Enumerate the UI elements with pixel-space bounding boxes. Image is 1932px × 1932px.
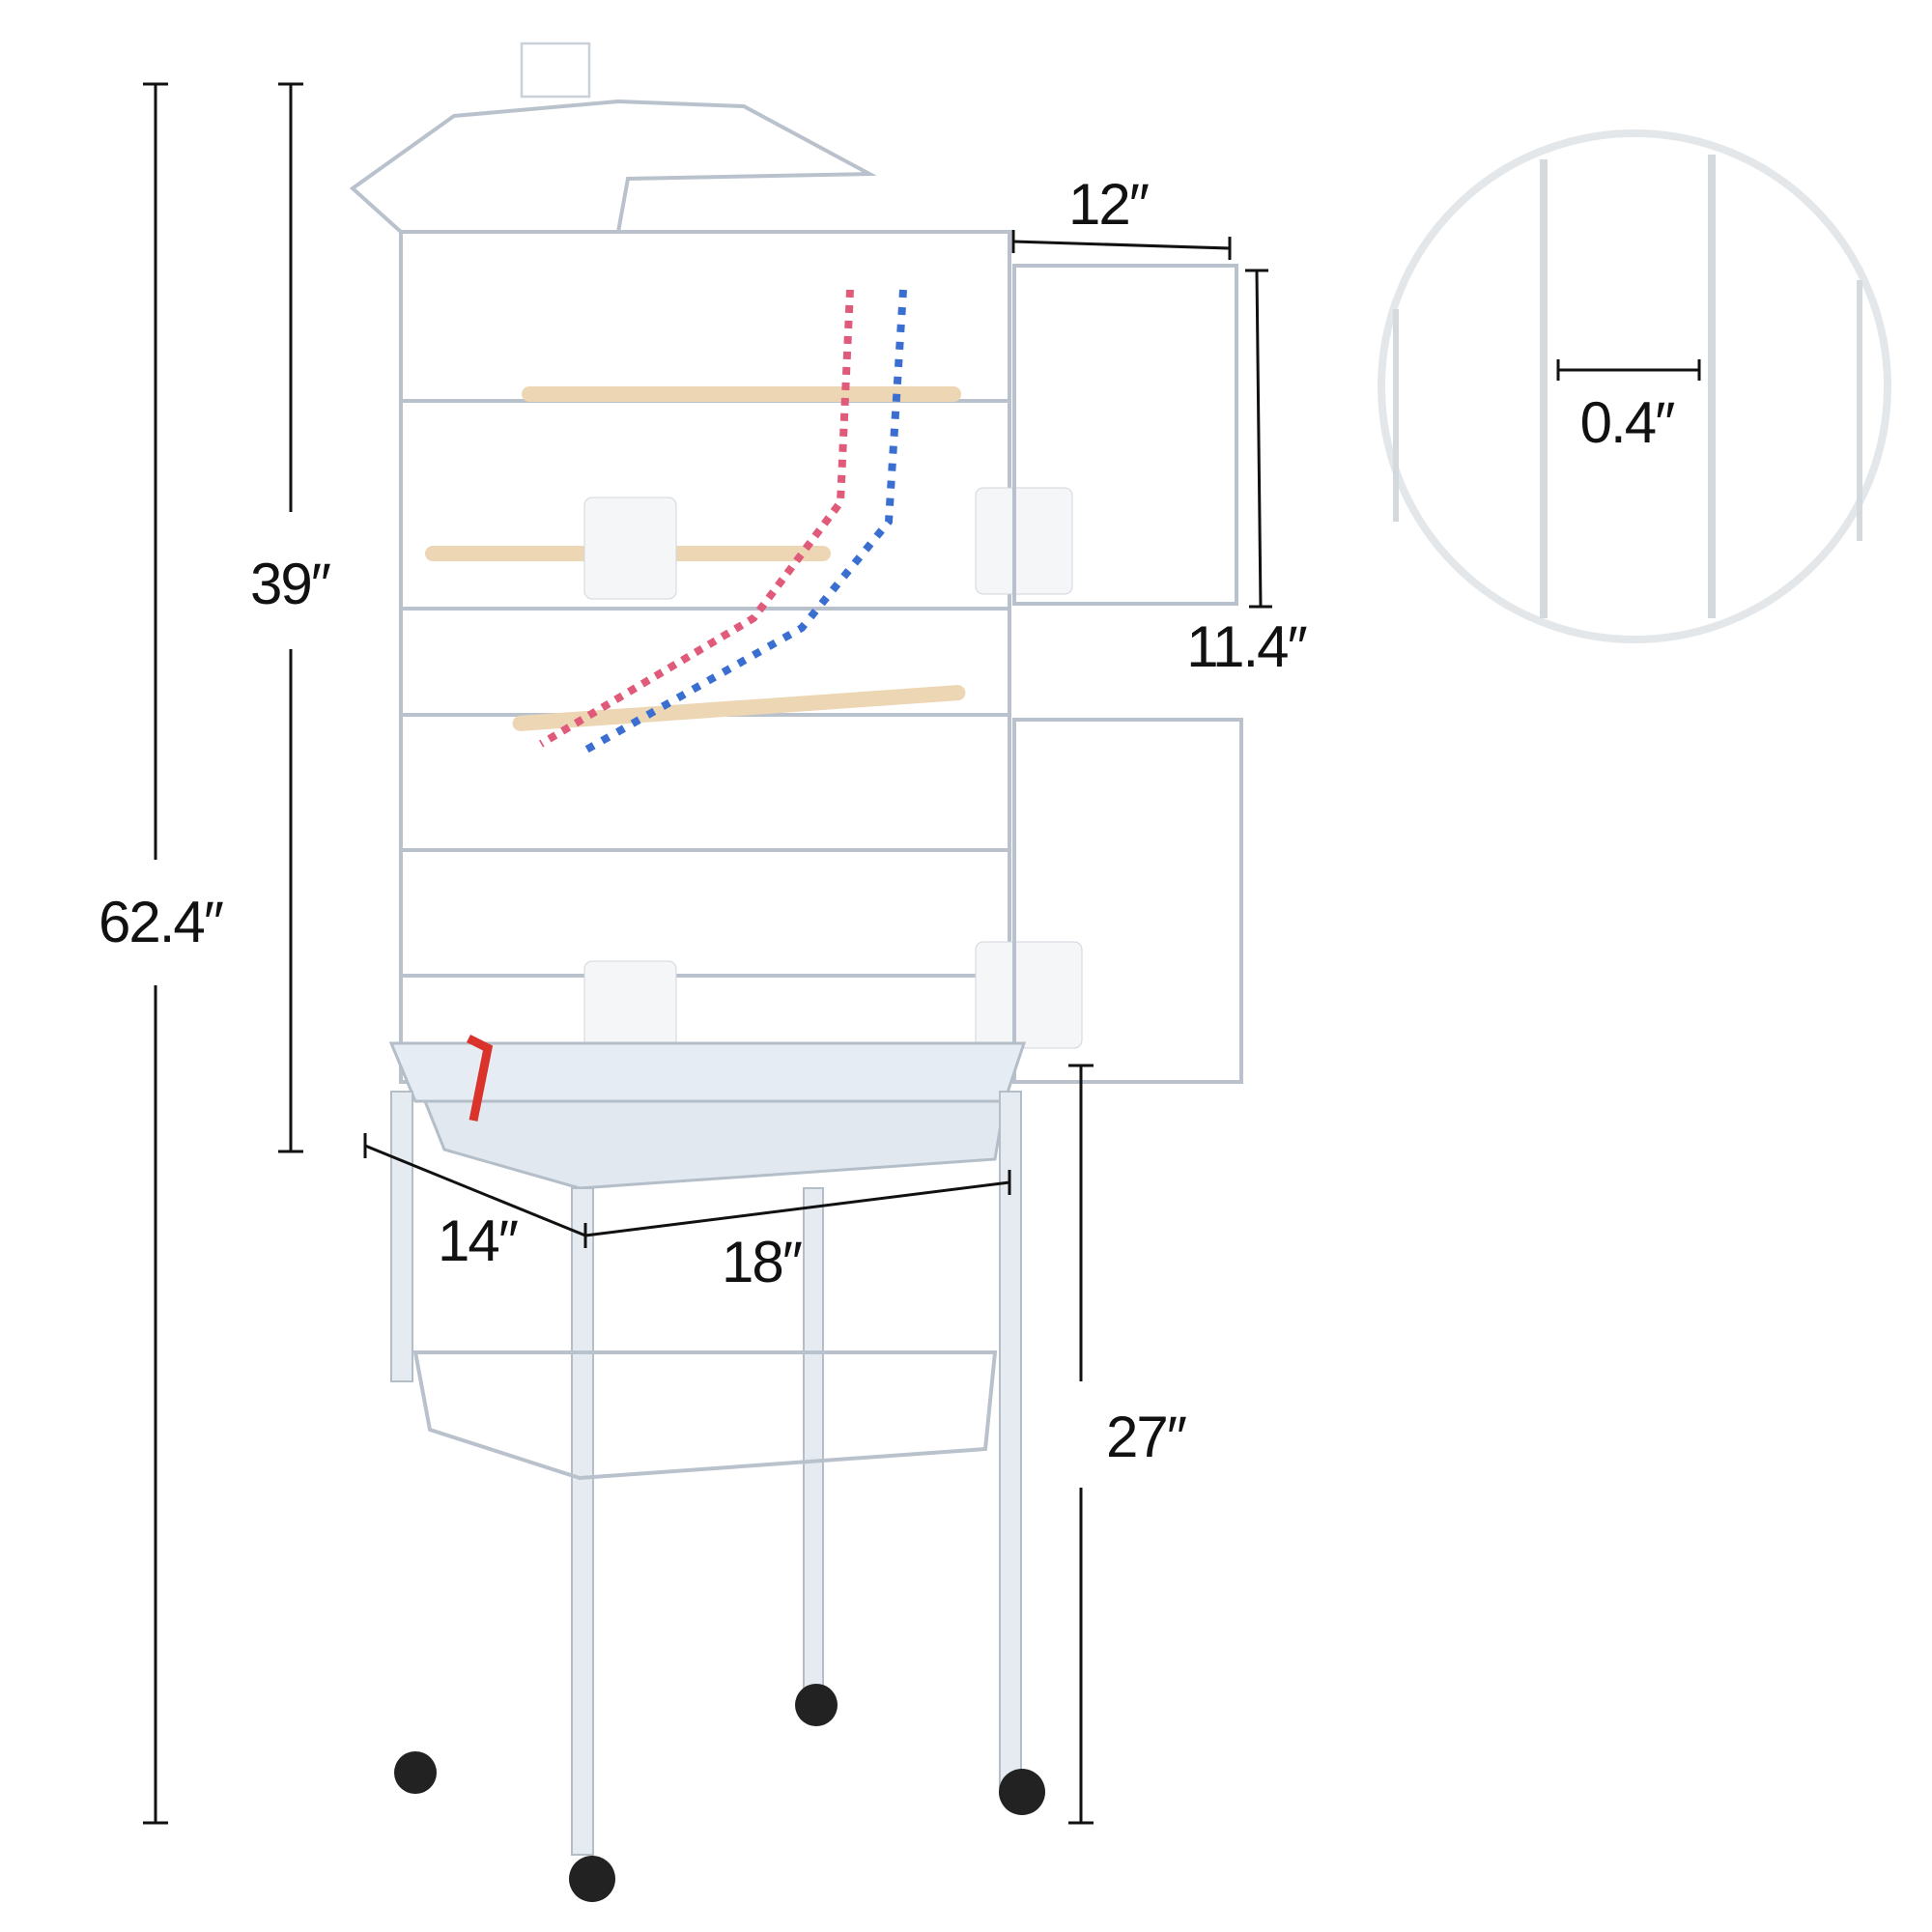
cage-height-label: 39″ bbox=[250, 552, 331, 616]
cage-body bbox=[399, 230, 1083, 1084]
cage-tray bbox=[388, 1034, 1027, 1190]
ladder-toy bbox=[538, 289, 907, 757]
stand-height-label: 27″ bbox=[1106, 1405, 1187, 1469]
bar-spacing-label: 0.4″ bbox=[1580, 390, 1675, 455]
storage-basket bbox=[412, 1350, 998, 1481]
lower-door bbox=[1012, 718, 1243, 1084]
caster-wheel bbox=[569, 1856, 615, 1902]
caster-wheel bbox=[999, 1769, 1045, 1815]
hanging-handle bbox=[520, 42, 591, 99]
stand-height-dimension: 27″ bbox=[1068, 1064, 1189, 1825]
total-height-label: 62.4″ bbox=[99, 890, 224, 954]
bar-spacing-magnifier: 0.4″ bbox=[1378, 129, 1891, 643]
door-height-label: 11.4″ bbox=[1186, 614, 1307, 679]
perch bbox=[522, 386, 961, 402]
caster-wheel bbox=[394, 1751, 437, 1794]
upper-door bbox=[1012, 264, 1238, 606]
cage-stand bbox=[390, 1091, 1045, 1902]
caster-wheel bbox=[795, 1684, 838, 1726]
width-label: 18″ bbox=[722, 1230, 803, 1294]
door-width-label: 12″ bbox=[1068, 172, 1150, 237]
width-dimension: 18″ bbox=[584, 1170, 1011, 1294]
total-height-dimension: 62.4″ bbox=[99, 82, 226, 1825]
depth-dimension: 14″ bbox=[363, 1133, 587, 1273]
depth-label: 14″ bbox=[438, 1208, 519, 1273]
feeder-cup bbox=[975, 941, 1083, 1049]
cage-roof bbox=[349, 42, 877, 234]
tray-clip bbox=[466, 1034, 494, 1122]
door-height-dimension: 11.4″ bbox=[1186, 269, 1310, 679]
door-width-dimension: 12″ bbox=[1011, 172, 1232, 260]
feeder-cup bbox=[975, 487, 1073, 595]
feeder-cup bbox=[583, 497, 677, 600]
perch bbox=[512, 685, 966, 731]
cage-height-dimension: 39″ bbox=[250, 82, 333, 1153]
